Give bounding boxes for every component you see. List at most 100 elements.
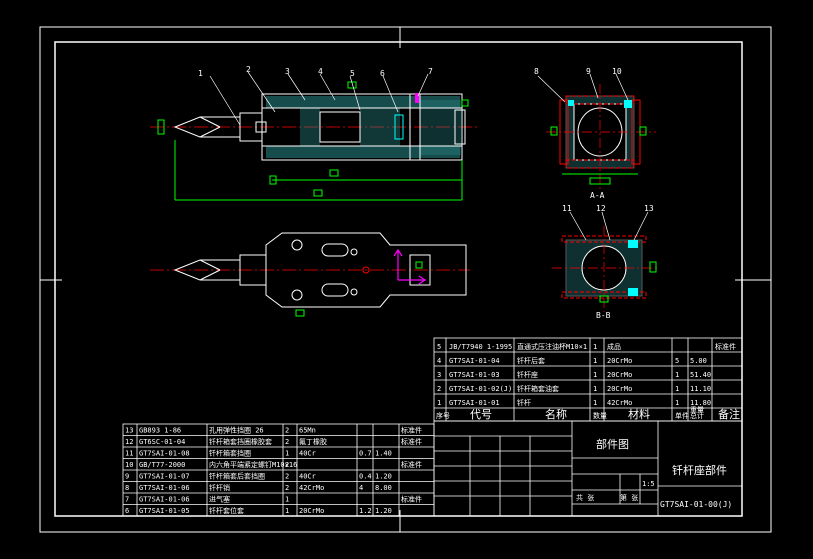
part-label-9: 9 [586, 67, 591, 76]
upper-bom-cell-code: GT7SAI-01-04 [449, 357, 500, 365]
lower-bom-cell-name: 钎杆箱套挡圈橡胶套 [209, 437, 272, 446]
lower-bom-cell-qty: 1 [285, 507, 289, 515]
lower-bom-cell-material: 40Cr [299, 450, 316, 458]
lower-bom-cell-qty: 2 [285, 438, 289, 446]
upper-bom-cell-name: 钎杆后套 [517, 356, 545, 365]
part-label-8: 8 [534, 67, 539, 76]
upper-bom-cell-code: JB/T7940 1-1995 [449, 343, 512, 351]
title-block-sheet-count: 共 张 [576, 493, 594, 502]
upper-bom-cell-material: 20CrMo [607, 371, 632, 379]
upper-bom-cell-code: GT7SAI-01-01 [449, 399, 500, 407]
part-label-4: 4 [318, 67, 323, 76]
upper-bom-header-no: 序号 [436, 411, 450, 420]
part-label-11: 11 [562, 204, 572, 213]
upper-bom-cell-qty: 1 [593, 385, 597, 393]
lower-bom-cell-no: 10 [125, 461, 133, 469]
lower-bom-cell-material: 65Mn [299, 427, 316, 435]
lower-bom-cell-no: 7 [125, 496, 129, 504]
upper-bom-cell-c1: 1 [675, 385, 679, 393]
lower-bom-cell-name: 进气塞 [209, 495, 230, 504]
upper-bom-cell-name: 钎杆 [517, 398, 531, 407]
lower-bom-cell-no: 8 [125, 484, 129, 492]
lower-bom-cell-c1: 1.2 [359, 507, 372, 515]
lower-bom-cell-material: 氟丁橡胶 [299, 437, 327, 446]
lower-bom-cell-c1: 0.4 [359, 473, 372, 481]
lower-bom-table [122, 423, 435, 517]
lower-bom-cell-qty: 2 [285, 484, 289, 492]
upper-bom-header-c1: 单件 [675, 411, 689, 420]
lower-bom-cell-material: 42CrMo [299, 484, 324, 492]
upper-bom-cell-note: 标准件 [715, 342, 736, 351]
upper-bom-header-name: 名称 [545, 407, 567, 421]
lower-bom-cell-qty: 2 [285, 461, 289, 469]
title-block [433, 420, 743, 517]
upper-bom-cell-qty: 1 [593, 357, 597, 365]
part-label-1: 1 [198, 69, 203, 78]
front-section-view [150, 71, 478, 201]
part-label-3: 3 [285, 67, 290, 76]
upper-bom-header-code: 代号 [470, 408, 492, 421]
part-label-13: 13 [644, 204, 654, 213]
upper-bom-cell-name: 钎杆座 [517, 370, 538, 379]
lower-bom-cell-c2: 1.20 [375, 473, 392, 481]
upper-bom-cell-no: 3 [437, 371, 441, 379]
upper-bom-cell-code: GT7SAI-01-02(J) [449, 385, 512, 393]
upper-bom-cell-qty: 1 [593, 343, 597, 351]
part-label-10: 10 [612, 67, 622, 76]
part-label-12: 12 [596, 204, 606, 213]
upper-bom-cell-c1: 1 [675, 399, 679, 407]
title-block-scale: 1:5 [642, 480, 655, 488]
lower-bom-cell-note: 标准件 [401, 437, 422, 446]
lower-bom-cell-code: GT7SAI-01-05 [139, 507, 190, 515]
lower-bom-cell-c1: 0.7 [359, 450, 372, 458]
part-label-6: 6 [380, 69, 385, 78]
upper-bom-cell-c2: 51.40 [690, 371, 711, 379]
lower-bom-cell-name: 内六角平端紧定螺钉M10×16 [209, 460, 297, 469]
upper-bom-cell-name: 直通式压注油杯M10×1 [517, 342, 587, 351]
side-section-view-b [552, 211, 660, 312]
lower-bom-cell-material: 20CrMo [299, 507, 324, 515]
lower-bom-cell-no: 12 [125, 438, 133, 446]
lower-bom-cell-name: 钎杆销 [209, 483, 230, 492]
part-label-5: 5 [350, 69, 355, 78]
upper-bom-header-weight: 重量 [690, 406, 704, 414]
upper-bom-cell-qty: 1 [593, 399, 597, 407]
lower-bom-cell-c1: 4 [359, 484, 363, 492]
upper-bom-cell-no: 1 [437, 399, 441, 407]
section-mark-a: A-A [590, 191, 605, 200]
lower-bom-cell-name: 钎杆箱套挡圈 [209, 449, 251, 458]
section-mark-b: B-B [596, 311, 611, 320]
title-block-drawing-no: GT7SAI-01-00(J) [660, 500, 732, 509]
lower-bom-cell-c2: 1.40 [375, 450, 392, 458]
lower-bom-cell-no: 9 [125, 473, 129, 481]
upper-bom-cell-material: 42CrMo [607, 399, 632, 407]
upper-bom-cell-material: 成品 [607, 342, 621, 351]
title-block-sheet-no: 第 张 [620, 493, 638, 502]
lower-bom-cell-name: 孔用弹性挡圈 26 [209, 426, 264, 435]
upper-bom-cell-name: 钎杆箱套油套 [517, 384, 559, 393]
upper-bom-cell-no: 2 [437, 385, 441, 393]
lower-bom-cell-qty: 1 [285, 496, 289, 504]
upper-bom-cell-material: 20CrMo [607, 385, 632, 393]
lower-bom-cell-note: 标准件 [401, 495, 422, 504]
upper-bom-cell-no: 5 [437, 343, 441, 351]
lower-bom-cell-qty: 2 [285, 427, 289, 435]
lower-bom-cell-material: 40Cr [299, 473, 316, 481]
upper-bom-header-c2: 总计 [690, 411, 704, 420]
lower-bom-cell-code: GT7SAI-01-07 [139, 473, 190, 481]
upper-bom-header-qty: 数量 [593, 411, 607, 420]
upper-bom-cell-code: GT7SAI-01-03 [449, 371, 500, 379]
top-view [150, 232, 470, 317]
lower-bom-cell-c2: 1.20 [375, 507, 392, 515]
upper-bom-header-material: 材料 [628, 407, 650, 421]
lower-bom-cell-note: 标准件 [401, 460, 422, 469]
upper-bom-cell-qty: 1 [593, 371, 597, 379]
lower-bom-cell-no: 6 [125, 507, 129, 515]
lower-bom-cell-code: GB893 1-86 [139, 427, 181, 435]
part-label-7: 7 [428, 67, 433, 76]
lower-bom-cell-qty: 1 [285, 450, 289, 458]
part-label-2: 2 [246, 65, 251, 74]
upper-bom-header-note: 备注 [718, 407, 740, 421]
